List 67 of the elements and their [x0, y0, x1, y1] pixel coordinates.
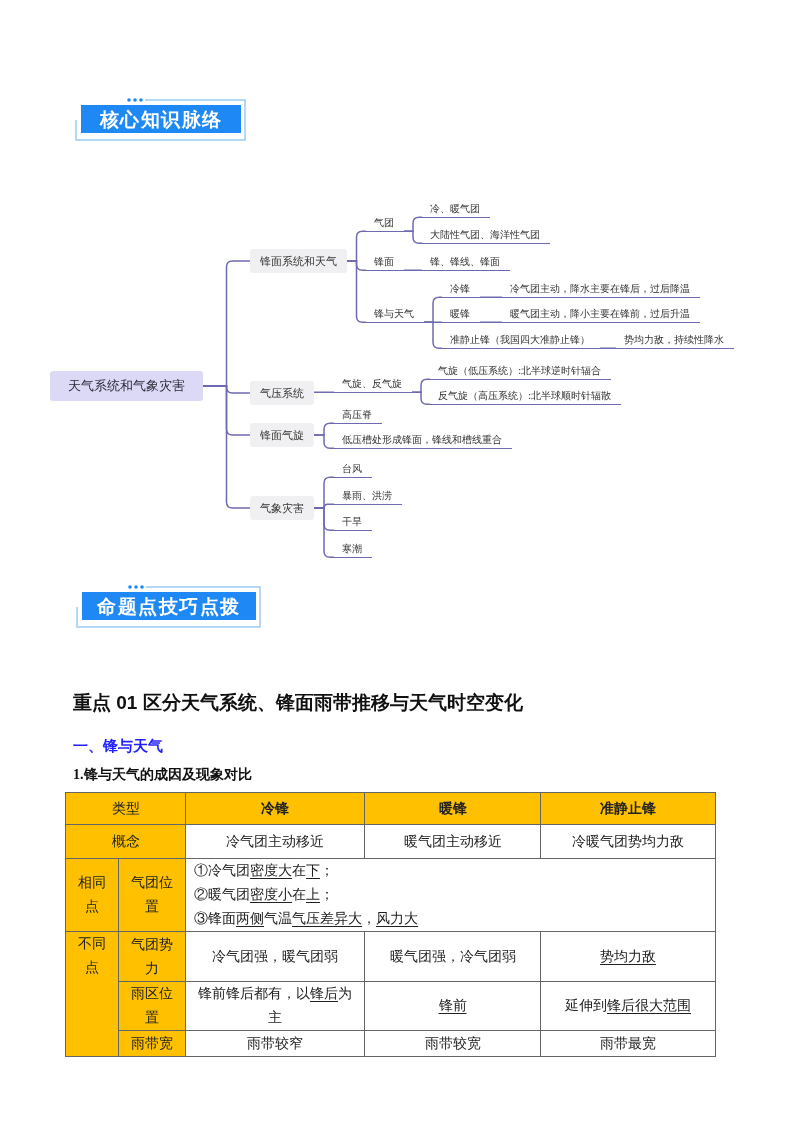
row-header-cell: 气团势力 — [118, 931, 186, 982]
statement-text: ①冷气团密度大在下； — [194, 862, 335, 880]
branch-topic: 高压脊 — [334, 407, 382, 424]
header-cell: 准静止锋 — [540, 792, 716, 825]
branch-connector — [423, 321, 443, 349]
branch-topic: 势均力敌，持续性降水 — [616, 332, 734, 349]
data-cell: 冷气团主动移近 — [185, 824, 365, 859]
statement-text: ③锋面两侧气温气压差异大，风力大 — [194, 910, 419, 928]
branch-connector — [403, 269, 423, 271]
header-cell: 冷锋 — [185, 792, 365, 825]
branch-topic: 气旋、反气旋 — [334, 376, 412, 393]
branch-topic: 台风 — [334, 461, 372, 478]
subsection-heading: 一、锋与天气 — [73, 737, 163, 756]
branch-topic: 寒潮 — [334, 541, 372, 558]
branch-topic: 低压槽处形成锋面，锋线和槽线重合 — [334, 432, 512, 449]
branch-connector — [313, 434, 335, 449]
data-cell: 锋前锋后都有，以锋后为主 — [185, 981, 365, 1031]
branch-connector — [403, 230, 423, 244]
data-cell: 暖气团强，冷气团弱 — [364, 931, 541, 982]
data-cell: 延伸到锋后很大范围 — [540, 981, 716, 1031]
data-cell: 雨带最宽 — [540, 1030, 716, 1057]
branch-topic: 气旋（低压系统）:北半球逆时针辐合 — [430, 363, 612, 380]
main-topic-box: 锋面气旋 — [250, 423, 314, 447]
row-header-cell: 概念 — [65, 824, 186, 859]
data-cell: 冷暖气团势均力敌 — [540, 824, 716, 859]
branch-topic: 气团 — [366, 215, 404, 232]
data-cell: 势均力敌 — [540, 931, 716, 982]
row-header-cell: 气团位置 — [118, 858, 186, 932]
branch-connector — [313, 391, 335, 393]
branch-topic: 锋与天气 — [366, 306, 424, 323]
row-header-cell: 不同点 — [65, 931, 119, 1057]
branch-topic: 大陆性气团、海洋性气团 — [422, 227, 550, 244]
data-cell: 冷气团强，暖气团弱 — [185, 931, 365, 982]
table-caption: 1.锋与天气的成因及现象对比 — [73, 766, 252, 784]
statement-text: ②暖气团密度小在上； — [194, 886, 335, 904]
row-header-cell: 雨区位置 — [118, 981, 186, 1031]
branch-topic: 锋、锋线、锋面 — [422, 254, 510, 271]
branch-connector — [202, 385, 251, 509]
header-cell: 暖锋 — [364, 792, 541, 825]
branch-connector — [479, 296, 503, 298]
branch-topic: 暴雨、洪涝 — [334, 488, 402, 505]
header-cell: 类型 — [65, 792, 186, 825]
data-cell: 锋前 — [364, 981, 541, 1031]
branch-topic: 冷锋 — [442, 281, 480, 298]
branch-topic: 冷气团主动，降水主要在锋后，过后降温 — [502, 281, 700, 298]
heading-banner: 命题点技巧点拨 — [82, 592, 256, 620]
branch-topic: 反气旋（高压系统）:北半球顺时针辐散 — [430, 388, 622, 405]
branch-connector — [313, 507, 335, 558]
heading-banner: 核心知识脉络 — [81, 105, 241, 133]
data-cell: 雨带较宽 — [364, 1030, 541, 1057]
main-topic-box: 气象灾害 — [250, 496, 314, 520]
row-header-cell: 相同点 — [65, 858, 119, 932]
branch-connector — [599, 347, 617, 349]
branch-connector — [411, 391, 431, 405]
data-cell: 雨带较窄 — [185, 1030, 365, 1057]
branch-topic: 暖锋 — [442, 306, 480, 323]
branch-topic: 暖气团主动，降小主要在锋前，过后升温 — [502, 306, 700, 323]
data-cell: 暖气团主动移近 — [364, 824, 541, 859]
branch-connector — [479, 321, 503, 323]
branch-topic: 锋面 — [366, 254, 404, 271]
central-topic-box: 天气系统和气象灾害 — [50, 371, 203, 401]
branch-topic: 干旱 — [334, 514, 372, 531]
main-topic-box: 气压系统 — [250, 381, 314, 405]
main-topic-box: 锋面系统和天气 — [250, 249, 347, 273]
section-heading: 重点 01 区分天气系统、锋面雨带推移与天气时空变化 — [73, 691, 523, 715]
branch-topic: 冷、暖气团 — [422, 201, 490, 218]
branch-topic: 准静止锋（我国四大准静止锋） — [442, 332, 600, 349]
